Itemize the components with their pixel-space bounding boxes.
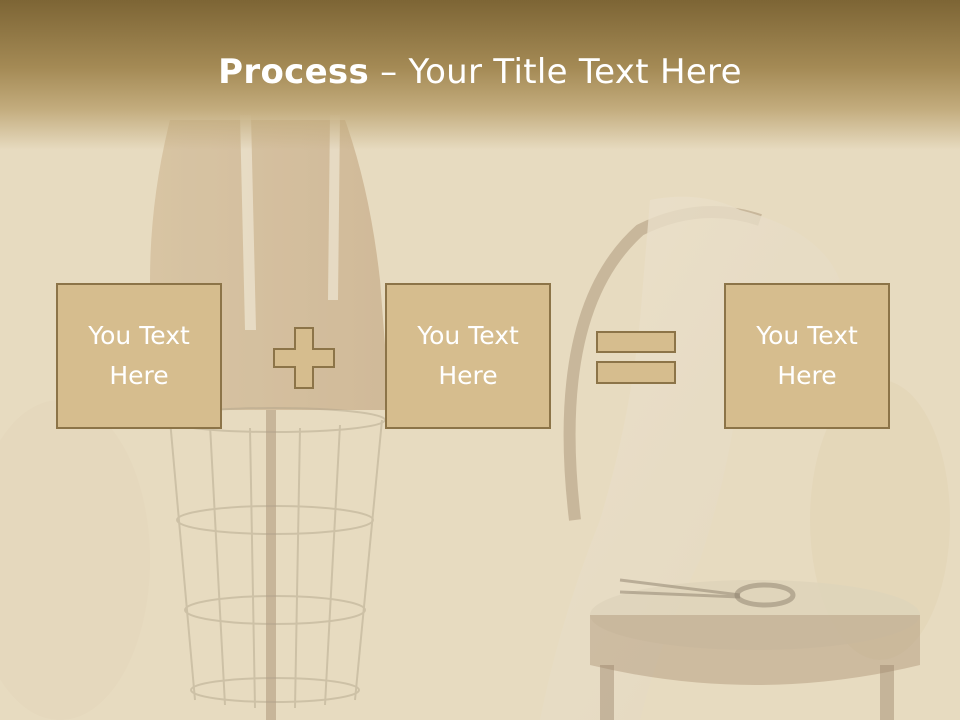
- process-box-3[interactable]: You Text Here: [724, 283, 890, 429]
- process-box-1[interactable]: You Text Here: [56, 283, 222, 429]
- title-bar: Process – Your Title Text Here: [0, 0, 960, 150]
- process-box-2[interactable]: You Text Here: [385, 283, 551, 429]
- title-rest-text: – Your Title Text Here: [369, 52, 742, 92]
- plus-icon: [273, 327, 335, 389]
- title-bold-text: Process: [218, 52, 370, 92]
- slide-title[interactable]: Process – Your Title Text Here: [0, 52, 960, 92]
- equals-icon: [596, 331, 676, 384]
